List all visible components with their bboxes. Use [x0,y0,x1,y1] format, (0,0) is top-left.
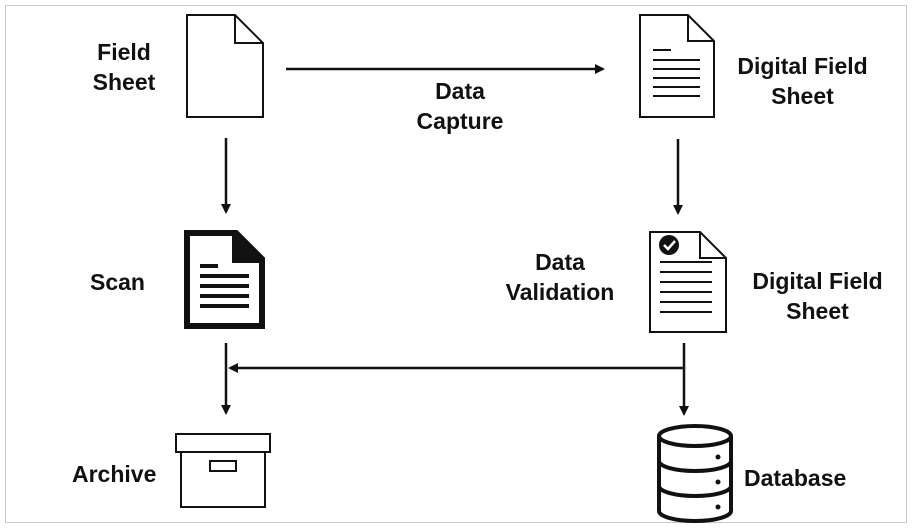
label-archive: Archive [72,461,157,487]
label-data-capture: Data Capture [416,78,504,134]
label-digital-field-sheet-top: Digital Field Sheet [737,53,868,109]
archive-box-icon [175,433,271,508]
label-field-sheet: Field Sheet [92,39,156,95]
scanned-document-icon [184,230,265,329]
label-data-validation: Data Validation [505,249,615,305]
label-digital-field-sheet-validated: Digital Field Sheet [752,268,883,324]
validated-document-icon [649,231,727,333]
label-database: Database [744,465,847,491]
label-scan: Scan [90,269,145,295]
database-icon [657,424,733,523]
check-circle-icon [659,235,679,255]
text-document-icon [639,14,715,118]
diagram-frame [5,5,907,523]
blank-document-icon [186,14,264,118]
